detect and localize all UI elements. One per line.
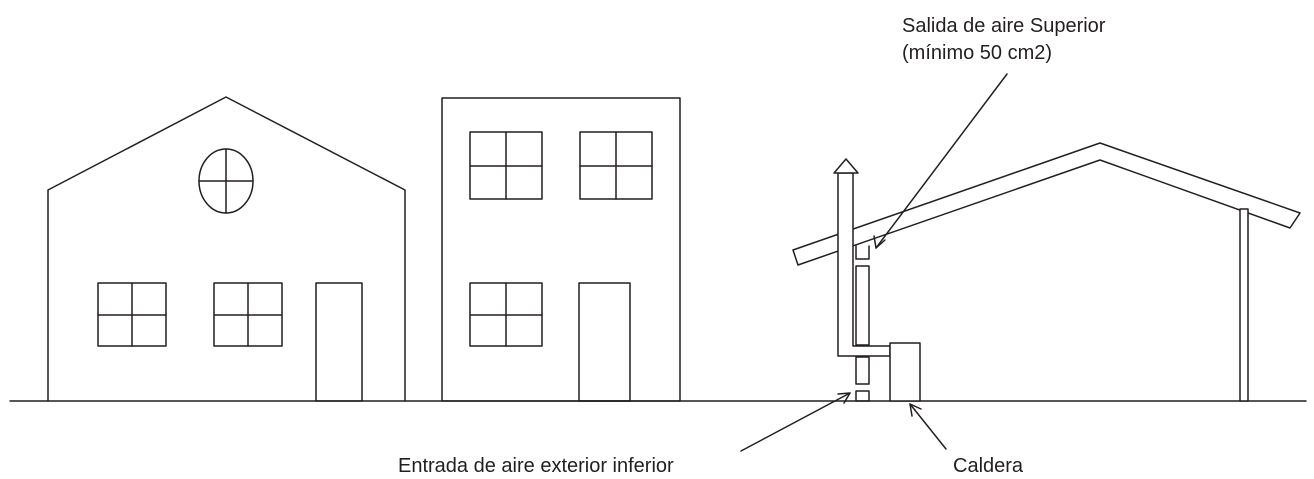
- window: [469, 282, 543, 347]
- house-gabled-outline: [47, 96, 406, 402]
- oval-window: [198, 148, 254, 214]
- window: [213, 282, 283, 347]
- flue-pipe: [837, 172, 891, 357]
- lower-vent-opening: [855, 390, 870, 402]
- building-tall-outline: [441, 97, 681, 402]
- leader-entrada: [740, 392, 851, 452]
- leader-caldera: [909, 403, 947, 450]
- label-caldera: Caldera: [953, 455, 1024, 477]
- building-tall: [441, 97, 681, 402]
- boiler: [889, 342, 921, 402]
- wall-cavity: [855, 265, 870, 346]
- door: [315, 282, 363, 402]
- label-entrada: Entrada de aire exterior inferior: [398, 455, 674, 477]
- shed-roof: [792, 142, 1301, 266]
- door: [578, 282, 631, 402]
- house-gabled: [47, 96, 406, 402]
- upper-vent-opening: [855, 245, 870, 260]
- label-salida-line1: Salida de aire Superior: [902, 15, 1106, 37]
- leader-caldera-arrowhead: [909, 403, 922, 417]
- shed: [792, 142, 1301, 402]
- flue-arrow-icon: [833, 158, 859, 174]
- window: [97, 282, 167, 347]
- window: [469, 131, 543, 200]
- leader-salida: [875, 73, 1008, 249]
- shed-post: [1239, 208, 1249, 402]
- leader-entrada-arrowhead: [837, 392, 851, 404]
- leader-salida-arrowhead: [873, 235, 886, 249]
- leaders: [740, 73, 1008, 452]
- window: [579, 131, 653, 200]
- lower-vent-opening: [855, 356, 870, 385]
- label-salida-line2: (mínimo 50 cm2): [902, 42, 1052, 64]
